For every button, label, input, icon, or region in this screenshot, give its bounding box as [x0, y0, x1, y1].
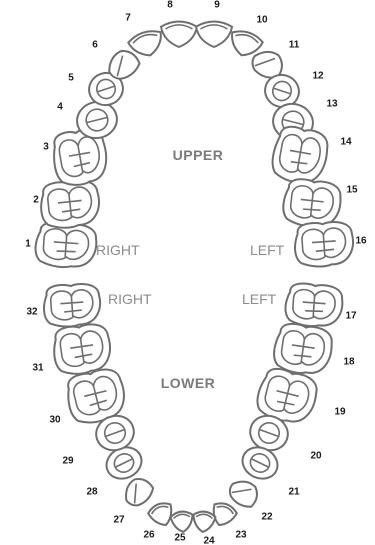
- tooth-number-6: 6: [92, 40, 98, 51]
- tooth-number-26: 26: [143, 530, 155, 541]
- tooth-number-5: 5: [68, 73, 74, 84]
- tooth-1[interactable]: [34, 221, 98, 269]
- tooth-number-18: 18: [343, 357, 355, 368]
- tooth-number-15: 15: [346, 185, 358, 196]
- tooth-6[interactable]: [103, 46, 142, 83]
- tooth-25[interactable]: [169, 510, 194, 534]
- tooth-number-23: 23: [235, 530, 247, 541]
- tooth-27[interactable]: [119, 474, 156, 511]
- tooth-number-21: 21: [288, 487, 300, 498]
- tooth-7[interactable]: [127, 27, 167, 60]
- tooth-4[interactable]: [73, 98, 121, 143]
- tooth-32[interactable]: [42, 282, 101, 328]
- tooth-15[interactable]: [281, 177, 342, 229]
- tooth-number-27: 27: [113, 515, 125, 526]
- tooth-number-11: 11: [289, 40, 300, 51]
- tooth-number-25: 25: [174, 533, 186, 544]
- tooth-number-4: 4: [57, 102, 63, 113]
- upper-arch-label: UPPER: [173, 147, 224, 163]
- tooth-number-29: 29: [62, 456, 74, 467]
- upper-left-label: LEFT: [250, 242, 285, 258]
- tooth-number-28: 28: [86, 487, 98, 498]
- tooth-number-8: 8: [167, 0, 173, 11]
- tooth-12[interactable]: [261, 71, 303, 112]
- lower-left-label: LEFT: [242, 291, 277, 307]
- tooth-5[interactable]: [85, 69, 127, 110]
- tooth-31[interactable]: [51, 322, 114, 377]
- tooth-21[interactable]: [237, 442, 283, 485]
- tooth-3[interactable]: [49, 126, 110, 188]
- tooth-24[interactable]: [192, 510, 217, 534]
- tooth-number-7: 7: [125, 13, 131, 24]
- tooth-14[interactable]: [269, 124, 330, 186]
- tooth-17[interactable]: [284, 282, 344, 328]
- tooth-number-13: 13: [326, 99, 338, 110]
- tooth-16[interactable]: [293, 220, 354, 268]
- tooth-20[interactable]: [245, 411, 292, 456]
- tooth-10[interactable]: [226, 28, 264, 61]
- tooth-number-24: 24: [203, 536, 215, 545]
- tooth-18[interactable]: [272, 322, 335, 377]
- tooth-number-12: 12: [312, 71, 324, 82]
- tooth-number-30: 30: [49, 415, 61, 426]
- upper-right-label: RIGHT: [96, 242, 140, 258]
- tooth-number-14: 14: [340, 137, 352, 148]
- tooth-number-10: 10: [256, 15, 268, 26]
- tooth-9[interactable]: [194, 20, 234, 49]
- tooth-number-2: 2: [33, 195, 39, 206]
- lower-right-label: RIGHT: [108, 291, 152, 307]
- tooth-29[interactable]: [91, 411, 138, 456]
- tooth-8[interactable]: [159, 20, 199, 49]
- tooth-22[interactable]: [225, 475, 262, 512]
- tooth-2[interactable]: [39, 178, 102, 230]
- tooth-number-16: 16: [355, 236, 367, 247]
- tooth-number-20: 20: [310, 451, 322, 462]
- tooth-number-1: 1: [25, 239, 31, 250]
- tooth-26[interactable]: [146, 500, 177, 529]
- tooth-number-19: 19: [334, 407, 346, 418]
- tooth-number-9: 9: [214, 0, 220, 11]
- tooth-number-31: 31: [32, 363, 44, 374]
- tooth-28[interactable]: [101, 442, 147, 485]
- tooth-number-22: 22: [261, 512, 273, 523]
- tooth-number-32: 32: [26, 307, 38, 318]
- tooth-30[interactable]: [63, 365, 130, 427]
- tooth-number-17: 17: [345, 311, 357, 322]
- lower-arch-label: LOWER: [161, 375, 216, 391]
- tooth-number-3: 3: [43, 142, 49, 153]
- tooth-19[interactable]: [253, 365, 320, 427]
- teeth-layer: [34, 20, 354, 534]
